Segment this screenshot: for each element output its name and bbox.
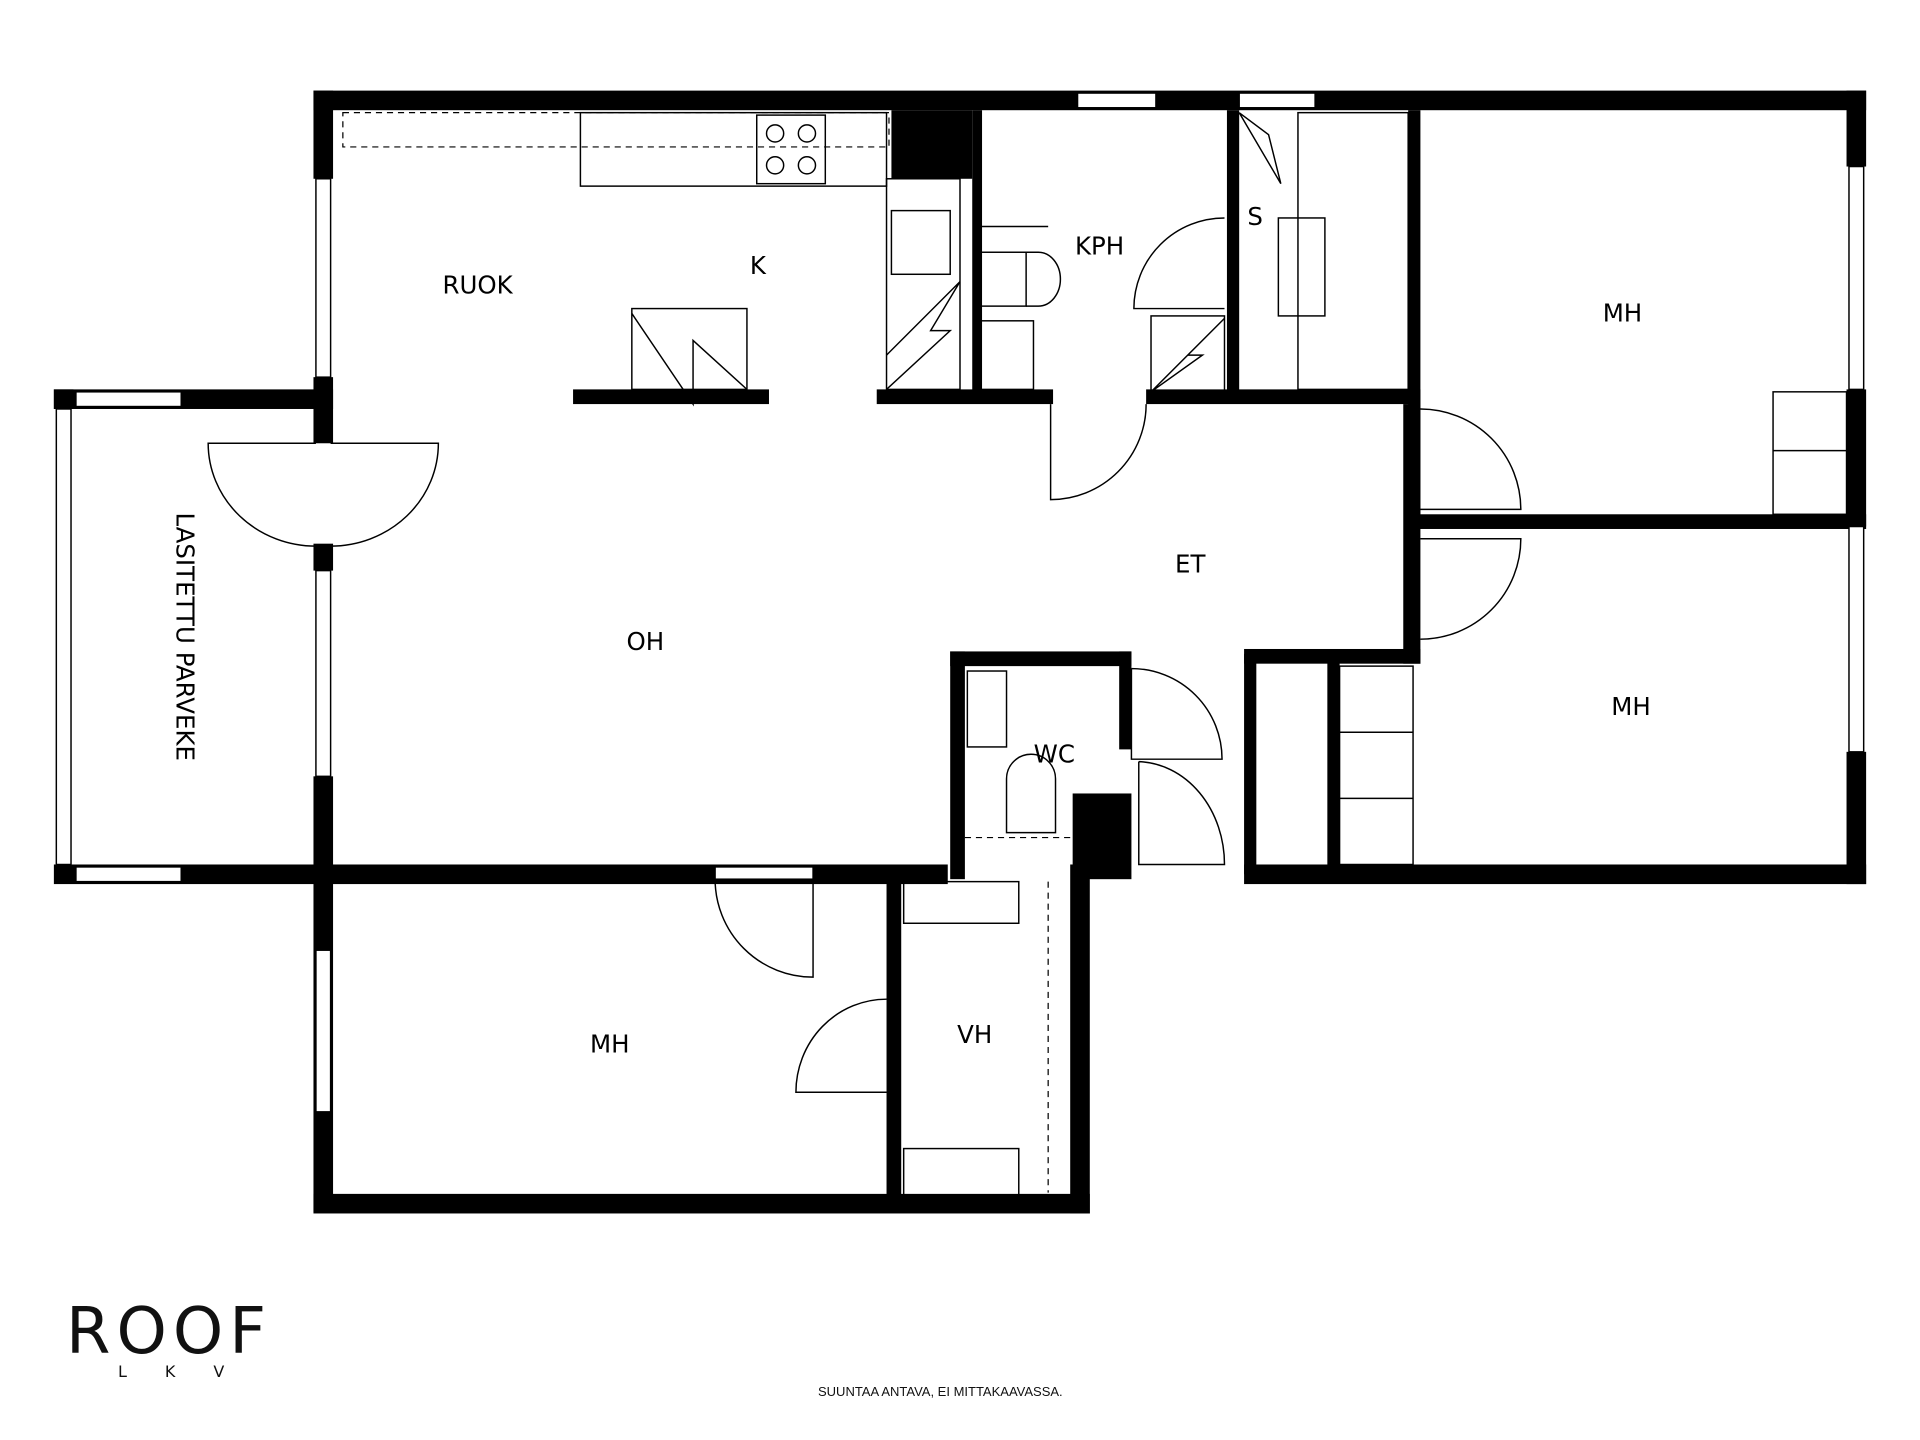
room-label-ruok: RUOK <box>442 271 513 300</box>
room-label-mh-bottom: MH <box>590 1030 630 1059</box>
toilet-icon <box>1026 251 1062 307</box>
room-label-balcony: LASITETTU PARVEKE <box>171 512 200 761</box>
sauna-bench <box>1297 111 1409 391</box>
fixtures <box>207 111 1848 1196</box>
room-label-k: K <box>750 251 767 280</box>
room-label-mh-top-right: MH <box>1603 299 1643 328</box>
room-label-wc: WC <box>1034 740 1075 769</box>
room-label-s: S <box>1247 202 1263 231</box>
windows <box>55 92 1865 1113</box>
sink-icon <box>890 209 951 276</box>
stove-icon <box>756 114 827 185</box>
room-label-mh-mid-right: MH <box>1611 692 1651 721</box>
room-labels: RUOK K KPH S MH MH MH ET OH WC VH LASITE… <box>171 202 1651 1059</box>
room-label-et: ET <box>1175 550 1206 579</box>
roof-logo-subtitle: LKV <box>118 1362 263 1381</box>
room-label-kph: KPH <box>1075 231 1124 260</box>
room-label-oh: OH <box>626 627 664 656</box>
disclaimer-note: SUUNTAA ANTAVA, EI MITTAKAAVASSA. <box>818 1384 1063 1399</box>
room-label-vh: VH <box>957 1020 992 1049</box>
roof-logo: ROOF <box>66 1295 273 1369</box>
